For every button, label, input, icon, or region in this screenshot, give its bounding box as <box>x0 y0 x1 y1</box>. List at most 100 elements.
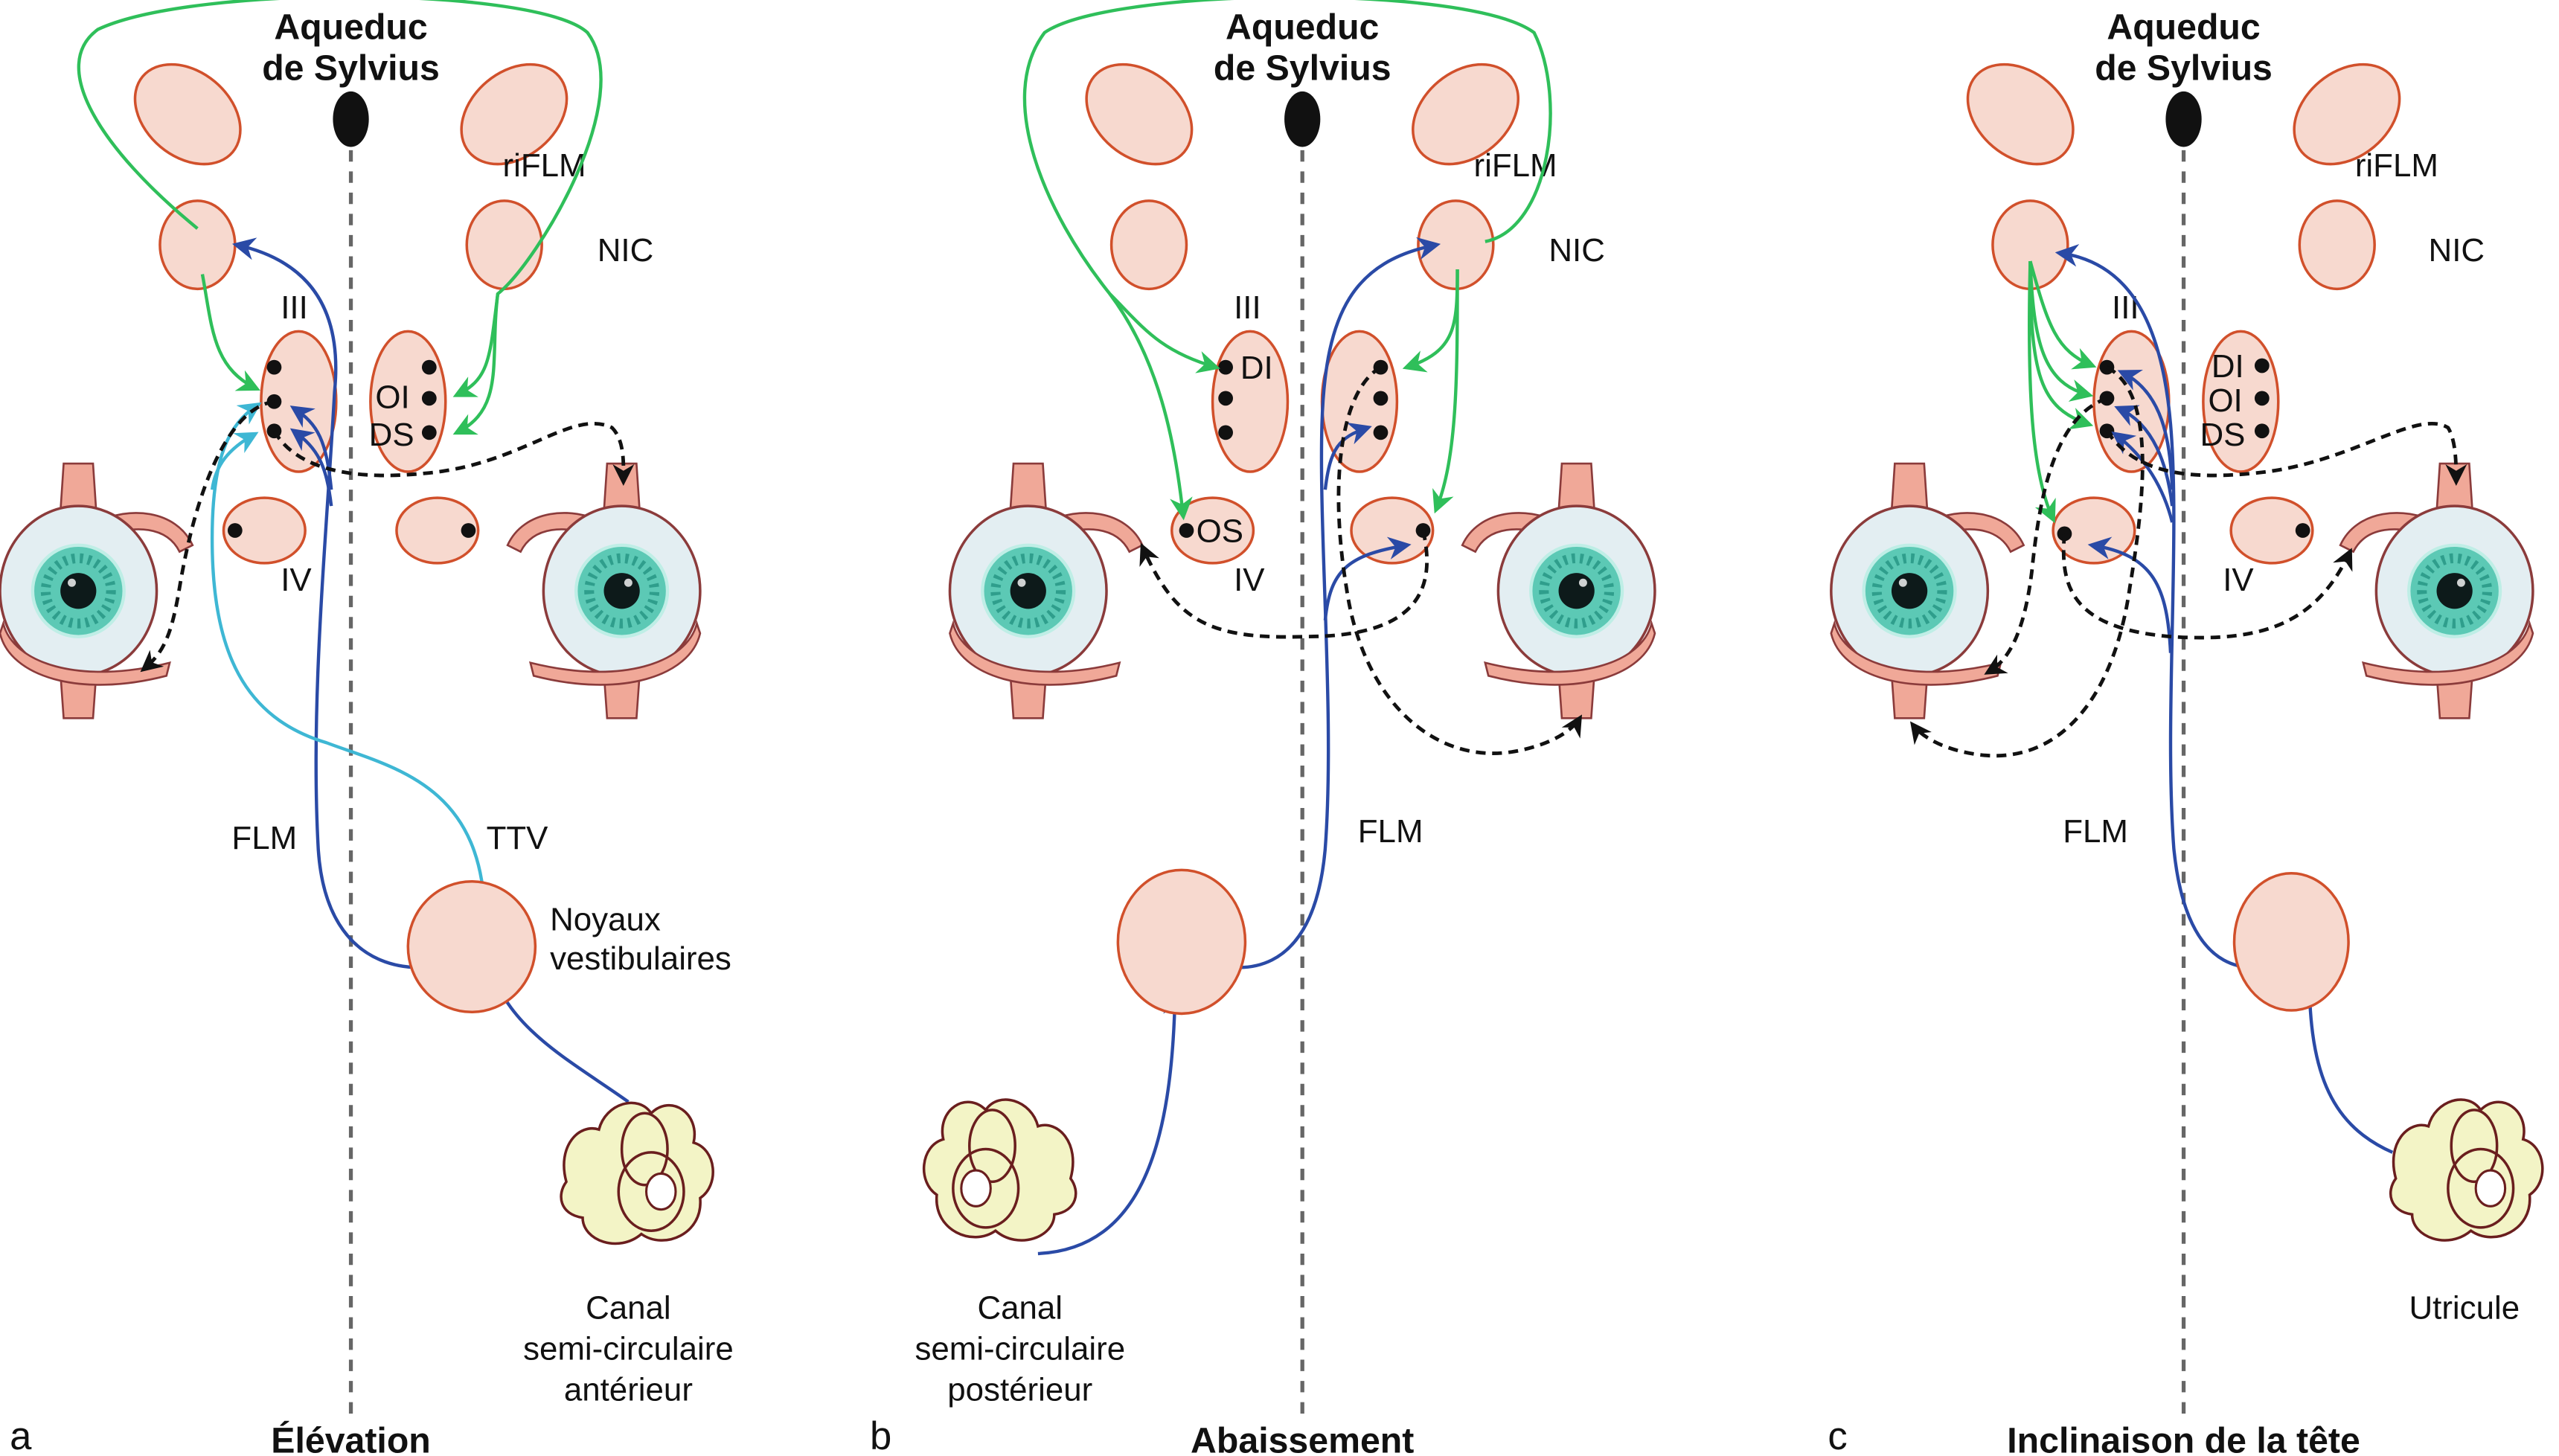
receptor-label-3: postérieur <box>947 1371 1092 1408</box>
utricle-afferent-pathway <box>2298 971 2394 1154</box>
green-pathway-nic-to-iv <box>1432 269 1459 514</box>
vestibular-nuclei <box>1116 868 1247 1016</box>
label-riflm: riFLM <box>2355 147 2438 184</box>
left-eye-icon <box>0 464 193 718</box>
motor-output-left-eye <box>140 400 275 673</box>
aqueduct-of-sylvius <box>2165 91 2202 147</box>
motor-output-left-eye-inferior <box>1910 365 2145 758</box>
nucleus-nic-left <box>158 199 237 291</box>
flm-pathway-to-iii <box>289 405 333 490</box>
right-eye-icon <box>507 464 700 718</box>
label-os: OS <box>1197 513 1243 549</box>
label-vestibular-nuclei-2: vestibulaires <box>550 940 731 977</box>
label-ds: DS <box>369 417 414 453</box>
nucleus-iv-right <box>395 496 480 565</box>
panel-letter: a <box>10 1414 32 1456</box>
flm-pathway-to-iii <box>1323 423 1372 490</box>
panel-letter: b <box>870 1414 891 1456</box>
label-iv: IV <box>281 562 312 598</box>
nucleus-riflm-right <box>460 62 569 166</box>
nucleus-riflm-right <box>1412 62 1520 166</box>
panel-a: a Élévation Aqueduc de Sylvius riFLM NIC… <box>0 0 734 1456</box>
label-flm: FLM <box>2063 813 2128 850</box>
nucleus-iv-left <box>222 496 307 565</box>
nucleus-riflm-left <box>1966 62 2075 166</box>
nucleus-riflm-right <box>2293 62 2401 166</box>
label-ttv: TTV <box>487 820 549 856</box>
green-pathway-nic-to-iv <box>2027 260 2056 524</box>
nucleus-nic-right <box>2298 199 2376 291</box>
ttv-pathway-2 <box>210 432 259 490</box>
panel-title: Inclinaison de la tête <box>2007 1421 2360 1456</box>
flm-pathway-to-nic <box>2054 244 2299 969</box>
receptor-label-1: Utricule <box>2409 1290 2520 1327</box>
label-iii: III <box>1234 289 1261 326</box>
aqueduct-label-line1: Aqueduc <box>274 7 427 48</box>
flm-pathway-to-iii-2 <box>2114 405 2174 507</box>
label-nic: NIC <box>598 232 654 269</box>
green-pathway-nic-to-iii-1 <box>2028 260 2097 370</box>
motor-output-right-eye <box>1336 365 1583 755</box>
aqueduct-label-line1: Aqueduc <box>2107 7 2260 48</box>
panel-c: c Inclinaison de la tête Aqueduc de Sylv… <box>1828 7 2544 1456</box>
label-oi: OI <box>2208 382 2242 419</box>
label-di: DI <box>1240 350 1273 386</box>
right-eye-icon <box>1462 464 1655 718</box>
aqueduct-of-sylvius <box>333 91 369 147</box>
receptor-label-1: Canal <box>586 1290 671 1327</box>
nucleus-riflm-left <box>133 62 242 166</box>
label-vestibular-nuclei-1: Noyaux <box>550 902 661 938</box>
label-iii: III <box>2112 289 2139 326</box>
label-oi: OI <box>375 379 409 415</box>
panel-title: Abaissement <box>1191 1421 1414 1456</box>
flm-pathway-to-nic <box>1187 237 1441 969</box>
vestibular-nuclei <box>406 879 537 1014</box>
green-pathway-nic-to-oi <box>452 293 500 397</box>
motor-output-left-eye <box>1139 530 1429 639</box>
green-pathway-nic-to-os <box>1108 292 1193 521</box>
receptor-label-1: Canal <box>977 1290 1063 1327</box>
aqueduct-label-line2: de Sylvius <box>2095 48 2273 88</box>
panel-letter: c <box>1828 1414 1847 1456</box>
aqueduct-label-line1: Aqueduc <box>1226 7 1379 48</box>
label-iii: III <box>281 289 308 326</box>
flm-pathway-to-iii-3 <box>2111 431 2174 523</box>
flm-pathway-to-nic <box>232 237 475 969</box>
receptor-label-2: semi-circulaire <box>915 1331 1125 1367</box>
label-flm: FLM <box>231 820 297 856</box>
vestibular-nuclei <box>2232 872 2350 1012</box>
flm-pathway-to-iii-2 <box>289 428 333 507</box>
left-eye-icon <box>949 464 1142 718</box>
panel-title: Élévation <box>271 1421 430 1456</box>
label-nic: NIC <box>2429 232 2485 269</box>
left-eye-icon <box>1831 464 2024 718</box>
utricle-icon <box>2389 1098 2544 1242</box>
nucleus-iv-left <box>2052 496 2136 565</box>
nucleus-iv-right <box>1350 496 1435 565</box>
inner-ear-icon <box>560 1101 714 1245</box>
label-ds: DS <box>2200 417 2245 453</box>
motor-output-right-eye <box>272 422 635 487</box>
receptor-label-3: antérieur <box>564 1371 693 1408</box>
panel-b: b Abaissement Aqueduc de Sylvius riFLM N… <box>870 0 1655 1456</box>
motor-output-left-eye-oblique <box>1984 397 2108 675</box>
label-di: DI <box>2211 348 2244 385</box>
label-riflm: riFLM <box>503 147 586 184</box>
label-flm: FLM <box>1358 813 1423 850</box>
receptor-label-2: semi-circulaire <box>523 1331 734 1367</box>
label-nic: NIC <box>1548 232 1605 269</box>
inner-ear-icon <box>922 1098 1077 1242</box>
aqueduct-label-line2: de Sylvius <box>1214 48 1391 88</box>
aqueduct-label-line2: de Sylvius <box>262 48 440 88</box>
label-iv: IV <box>2223 562 2254 598</box>
flm-pathway-to-iii-1 <box>2117 370 2174 490</box>
motor-output-right-eye-oblique <box>2061 533 2353 640</box>
flm-pathway-to-iv <box>2087 536 2173 653</box>
label-iv: IV <box>1234 562 1265 598</box>
aqueduct-of-sylvius <box>1284 91 1321 147</box>
right-eye-icon <box>2340 464 2533 718</box>
nucleus-nic-left <box>1109 199 1188 291</box>
green-pathway-nic-to-iii <box>200 274 260 391</box>
motor-output-right-eye-superior <box>2105 422 2467 487</box>
